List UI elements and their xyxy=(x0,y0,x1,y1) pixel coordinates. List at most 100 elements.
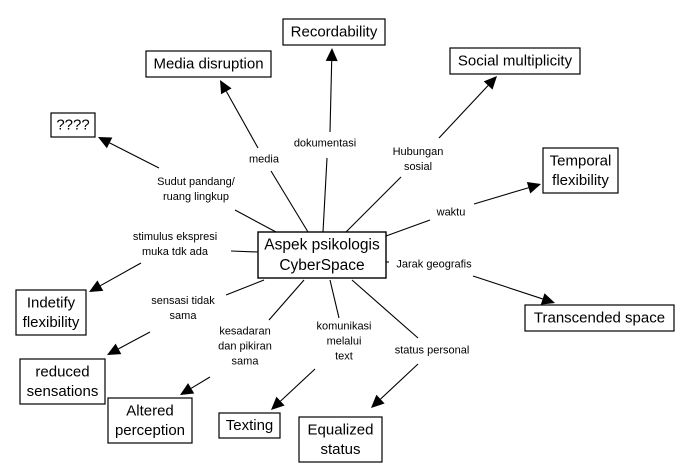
edge-unknown-start-line xyxy=(234,209,277,233)
edge-label-line: Jarak geografis xyxy=(396,259,472,271)
edge-label-reduced-sensations: sensasi tidak sama xyxy=(151,295,215,322)
edge-label-line: sensasi tidak xyxy=(151,295,215,307)
node-indetify-flexibility-box xyxy=(15,289,87,336)
edges-layer xyxy=(89,48,555,410)
edge-texting-start-line xyxy=(329,279,340,319)
arrowhead-icon xyxy=(371,394,385,408)
edge-label-line: muka tdk ada xyxy=(142,246,209,258)
node-texting-label-line: Texting xyxy=(226,417,274,434)
arrowhead-icon xyxy=(271,396,285,410)
edge-label-unknown: Sudut pandang/ruang lingkup xyxy=(157,176,236,203)
edge-label-line: ruang lingkup xyxy=(163,191,229,203)
edge-label-line: sama xyxy=(170,310,198,322)
edge-reduced-sensations-start xyxy=(225,279,265,296)
edge-social-multiplicity-arrow xyxy=(438,76,497,139)
edge-label-temporal-flexibility: waktu xyxy=(436,207,466,219)
edge-label-line: stimulus ekspresi xyxy=(133,231,217,243)
node-transcended-space: Transcended space xyxy=(524,304,675,332)
edge-temporal-flexibility-arrow xyxy=(473,181,541,205)
node-social-multiplicity-box xyxy=(449,47,581,75)
edge-label-line: media xyxy=(249,154,280,166)
edge-label-line: sama xyxy=(232,356,260,368)
edge-label-line: kesadaran xyxy=(219,326,270,338)
edge-social-multiplicity-arrow-line xyxy=(438,85,489,139)
edge-texting-arrow-line xyxy=(280,368,316,402)
arrowhead-icon xyxy=(526,181,541,194)
node-recordability-label-line: Recordability xyxy=(291,24,378,41)
edge-label-line: status personal xyxy=(395,345,470,357)
edge-media-disruption-start xyxy=(270,170,309,233)
node-recordability-box xyxy=(282,18,386,46)
center-node-label-line: Aspek psikologis xyxy=(264,237,380,254)
node-temporal-flexibility-box xyxy=(542,147,619,194)
arrowhead-icon xyxy=(220,80,232,95)
edge-label-line: komunikasi xyxy=(316,321,371,333)
edge-label-recordability: dokumentasi xyxy=(294,138,356,150)
arrowhead-icon xyxy=(89,280,104,292)
edge-recordability-arrow-line xyxy=(329,60,333,133)
edge-unknown-arrow xyxy=(98,137,160,169)
edge-reduced-sensations-arrow xyxy=(107,331,151,355)
node-texting: Texting xyxy=(218,412,281,439)
edge-equalized-status-start-line xyxy=(351,279,419,339)
node-temporal-flexibility-label-line: flexibility xyxy=(552,172,609,189)
edge-label-line: Hubungan xyxy=(393,146,444,158)
node-reduced-sensations-label-line: sensations xyxy=(27,383,99,400)
node-reduced-sensations-label-line: reduced xyxy=(35,363,89,380)
node-unknown: ???? xyxy=(50,112,96,138)
edge-media-disruption-arrow xyxy=(220,80,259,149)
edge-recordability-arrow xyxy=(325,48,338,133)
edge-temporal-flexibility-start xyxy=(385,219,431,237)
node-unknown-label-line: ???? xyxy=(56,117,89,134)
edge-recordability-start-line xyxy=(322,157,328,233)
edge-label-social-multiplicity: Hubungan sosial xyxy=(393,146,444,173)
edge-media-disruption-arrow-line xyxy=(225,91,259,149)
node-indetify-flexibility-label-line: flexibility xyxy=(23,314,80,331)
edge-altered-perception-start-line xyxy=(268,279,305,321)
edge-label-line: dan pikiran xyxy=(218,341,272,353)
arrowhead-icon xyxy=(98,137,113,149)
node-texting-box xyxy=(218,412,281,439)
edge-texting-arrow xyxy=(271,368,316,410)
arrowhead-icon xyxy=(540,293,555,305)
edge-reduced-sensations-start-line xyxy=(225,279,265,296)
arrowhead-icon xyxy=(483,76,497,90)
node-media-disruption-label-line: Media disruption xyxy=(153,56,263,73)
edge-label-equalized-status: status personal xyxy=(395,345,470,357)
arrowhead-icon xyxy=(180,383,195,395)
edge-altered-perception-start xyxy=(268,279,305,321)
node-transcended-space-box xyxy=(524,304,675,332)
arrowhead-icon xyxy=(107,343,122,355)
edge-altered-perception-arrow-line xyxy=(190,376,211,389)
node-equalized-status-box xyxy=(298,416,383,463)
edge-unknown-start xyxy=(234,209,277,233)
edge-indetify-flexibility-start xyxy=(230,250,259,253)
node-social-multiplicity: Social multiplicity xyxy=(449,47,581,75)
edge-label-line: sosial xyxy=(404,161,432,173)
edge-transcended-space-arrow xyxy=(472,275,555,305)
edge-label-transcended-space: Jarak geografis xyxy=(396,259,472,271)
edge-equalized-status-arrow-line xyxy=(380,363,419,400)
edge-transcended-space-arrow-line xyxy=(472,275,543,300)
node-recordability: Recordability xyxy=(282,18,386,46)
edge-equalized-status-arrow xyxy=(371,363,419,408)
node-transcended-space-label-line: Transcended space xyxy=(534,310,665,327)
edge-reduced-sensations-arrow-line xyxy=(118,331,151,350)
edge-indetify-flexibility-start-line xyxy=(230,250,259,253)
node-reduced-sensations-box xyxy=(19,358,106,405)
edge-label-indetify-flexibility: stimulus ekspresi muka tdk ada xyxy=(133,231,217,258)
center-node-label-line: CyberSpace xyxy=(279,257,364,274)
node-altered-perception-box xyxy=(107,397,193,444)
edge-temporal-flexibility-start-line xyxy=(385,219,431,237)
edge-label-line: melalui xyxy=(327,336,362,348)
arrowhead-icon xyxy=(325,48,338,62)
node-media-disruption-box xyxy=(145,50,272,78)
